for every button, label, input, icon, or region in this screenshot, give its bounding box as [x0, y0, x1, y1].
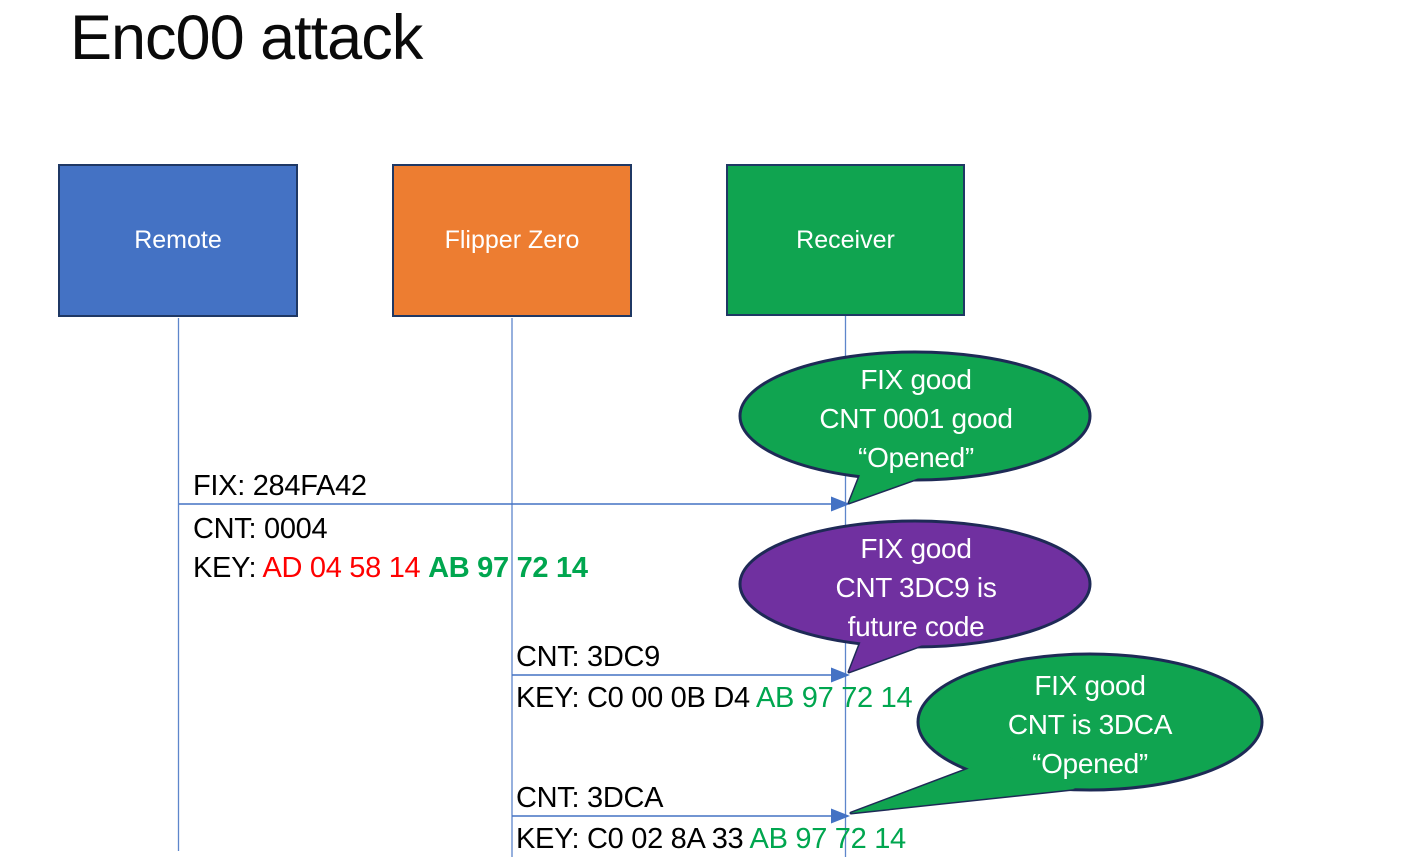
callout-3-line-2: CNT is 3DCA — [1007, 709, 1173, 740]
message-1-label-cnt: CNT: 0004 — [193, 512, 328, 546]
callout-2-line-3: future code — [847, 611, 985, 642]
message-arrow-1 — [179, 496, 850, 512]
message-text-segment: AB 97 72 14 — [755, 682, 913, 714]
message-arrow-3 — [512, 808, 850, 824]
callout-1-line-1: FIX good — [860, 364, 972, 395]
callout-1-line-3: “Opened” — [858, 442, 974, 473]
callout-balloon-1 — [738, 350, 1092, 505]
page-title: Enc00 attack — [70, 3, 423, 73]
arrowhead-icon — [831, 808, 850, 824]
actor-label-receiver: Receiver — [796, 225, 895, 254]
message-text-segment: FIX: 284FA42 — [193, 470, 367, 502]
callout-tail-cover — [849, 623, 950, 672]
callout-2-line-2: CNT 3DC9 is — [835, 572, 997, 603]
message-1-label-fix: FIX: 284FA42 — [193, 469, 367, 503]
callout-balloon-3 — [849, 652, 1264, 815]
callout-balloon-2 — [738, 519, 1092, 674]
message-text-segment: CNT: 3DC9 — [516, 641, 660, 673]
message-text-segment: AD 04 58 14 — [262, 552, 429, 584]
message-2-label-key: KEY: C0 00 0B D4 AB 97 72 14 — [516, 681, 913, 715]
message-1-label-key: KEY: AD 04 58 14 AB 97 72 14 — [193, 551, 588, 585]
message-text-segment: CNT: 0004 — [193, 513, 328, 545]
callout-2-text: FIX good CNT 3DC9 is future code — [741, 529, 1091, 646]
callout-3-line-3: “Opened” — [1032, 748, 1148, 779]
message-text-segment: AB 97 72 14 — [428, 552, 588, 584]
callout-3-line-1: FIX good — [1034, 670, 1146, 701]
message-text-segment: KEY: C0 00 0B D4 — [516, 682, 756, 714]
callout-1-line-2: CNT 0001 good — [819, 403, 1013, 434]
message-text-segment: KEY: C0 02 8A 33 — [516, 823, 750, 855]
actor-label-flipper-zero: Flipper Zero — [444, 226, 580, 254]
callout-3-text: FIX good CNT is 3DCA “Opened” — [915, 666, 1265, 783]
actor-box-remote: Remote — [58, 164, 298, 317]
callout-tail-cover — [851, 755, 1075, 813]
callout-1-text: FIX good CNT 0001 good “Opened” — [741, 360, 1091, 477]
message-2-label-cnt: CNT: 3DC9 — [516, 640, 660, 674]
actor-box-receiver: Receiver — [726, 164, 965, 316]
message-3-label-cnt: CNT: 3DCA — [516, 781, 663, 815]
message-text-segment: AB 97 72 14 — [749, 823, 907, 855]
arrowhead-icon — [831, 496, 850, 512]
message-arrow-2 — [512, 667, 850, 683]
callout-ellipse — [738, 350, 1092, 482]
actor-box-flipper-zero: Flipper Zero — [392, 164, 632, 317]
message-3-label-key: KEY: C0 02 8A 33 AB 97 72 14 — [516, 822, 906, 856]
callout-tail-cover — [849, 455, 950, 503]
callout-2-line-1: FIX good — [860, 533, 972, 564]
message-text-segment: KEY: — [193, 552, 263, 584]
arrowhead-icon — [831, 667, 850, 683]
actor-label-remote: Remote — [134, 226, 222, 254]
message-text-segment: CNT: 3DCA — [516, 782, 664, 814]
